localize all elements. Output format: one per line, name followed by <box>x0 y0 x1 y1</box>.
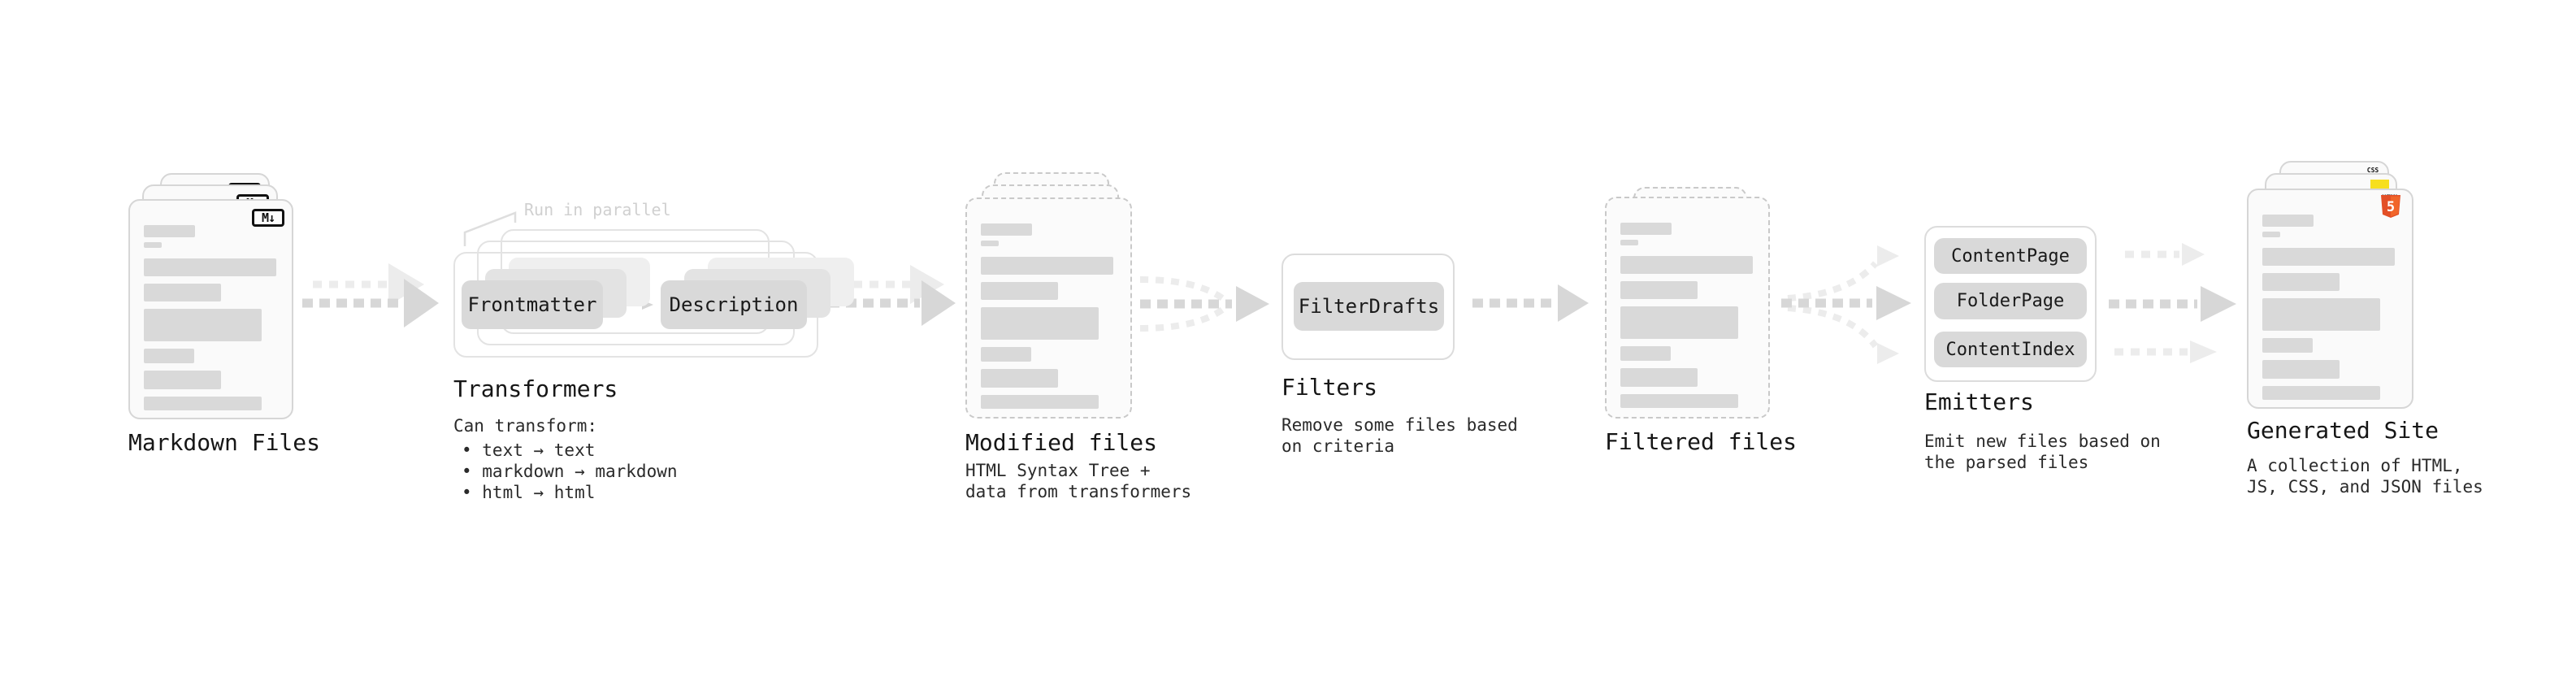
arrow-filtered-to-emitters <box>1781 245 1911 364</box>
markdown-icon: M↓ <box>252 209 284 227</box>
bullet-item: • markdown → markdown <box>462 462 678 481</box>
html5-shield: 5 <box>2381 195 2400 218</box>
bullet-item: • text → text <box>462 440 596 460</box>
generated-file-card-html: HTML 5 <box>2247 189 2413 409</box>
run-in-parallel-annotation: Run in parallel <box>524 200 671 219</box>
html5-icon: HTML 5 <box>2380 195 2401 218</box>
stage-title-transformers: Transformers <box>453 375 618 402</box>
stage-title-modified-files: Modified files <box>965 429 1158 456</box>
contentindex-pill: ContentIndex <box>1934 332 2087 367</box>
arrow-markdown-to-transformers <box>302 263 439 327</box>
arrow-emitters-to-generated <box>2109 243 2236 363</box>
svg-text:5: 5 <box>2387 199 2395 215</box>
stage-subtitle-emitters: Emit new files based on the parsed files <box>1924 432 2161 472</box>
transformers-bullet-list: • text → text • markdown → markdown • ht… <box>453 440 678 503</box>
filtered-file-card-front <box>1605 197 1770 419</box>
stage-title-markdown-files: Markdown Files <box>128 429 321 456</box>
arrow-transformers-to-modified <box>829 265 956 326</box>
document-text-placeholder <box>2262 215 2398 400</box>
stage-title-filters: Filters <box>1281 374 1378 401</box>
stage-subtitle-modified-files: HTML Syntax Tree + data from transformer… <box>965 461 1192 501</box>
modified-file-card-front <box>965 197 1132 419</box>
document-text-placeholder <box>144 225 278 410</box>
run-in-parallel-leader-line <box>463 211 517 246</box>
frontmatter-pill: Frontmatter <box>462 280 603 329</box>
document-text-placeholder <box>1620 223 1754 408</box>
contentpage-pill: ContentPage <box>1934 238 2087 274</box>
stage-title-emitters: Emitters <box>1924 388 2034 415</box>
transformers-note-heading: Can transform: <box>453 416 598 436</box>
arrow-filters-to-filtered <box>1472 284 1589 322</box>
description-pill: Description <box>661 280 807 329</box>
arrow-modified-to-filters <box>1139 276 1269 332</box>
bullet-item: • html → html <box>462 483 596 502</box>
markdown-file-card-front: M↓ <box>128 199 293 419</box>
stage-title-generated-site: Generated Site <box>2247 417 2439 444</box>
folderpage-pill: FolderPage <box>1934 283 2087 319</box>
filterdrafts-pill: FilterDrafts <box>1294 282 1444 331</box>
document-text-placeholder <box>981 223 1117 409</box>
js-icon <box>2370 180 2389 189</box>
stage-subtitle-filters: Remove some files based on criteria <box>1281 415 1518 456</box>
stage-subtitle-generated-site: A collection of HTML, JS, CSS, and JSON … <box>2247 456 2483 497</box>
stage-title-filtered-files: Filtered files <box>1605 428 1798 455</box>
